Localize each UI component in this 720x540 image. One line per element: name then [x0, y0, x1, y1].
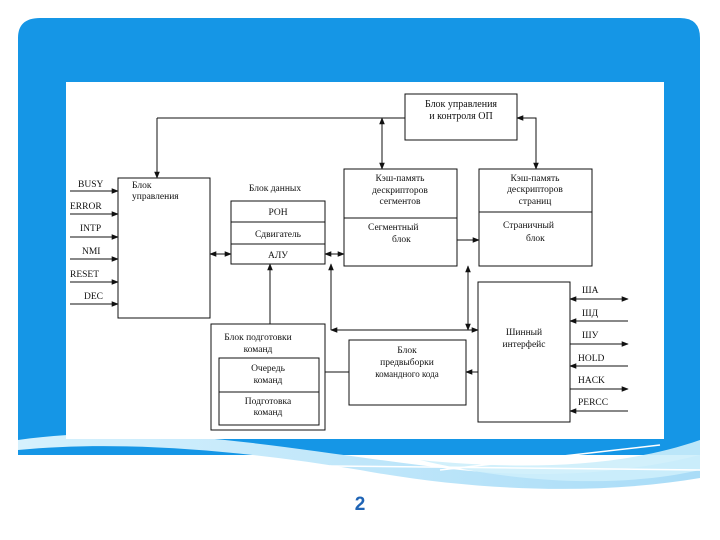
- segment-cache-label-line3: сегментов: [380, 197, 421, 207]
- page-unit-label-line2: блок: [526, 233, 545, 244]
- alu-label: АЛУ: [268, 251, 288, 261]
- bus-signals: ША ШД ШУ HOLD HACK PERCC: [569, 286, 629, 414]
- decode-block-label-line1: Блок подготовки: [224, 333, 291, 343]
- bus-interface-label-line1: Шинный: [506, 327, 542, 338]
- diagram-panel: Блок управления и контроля ОП Блок управ…: [66, 82, 664, 439]
- page-unit-label-line1: Страничный: [503, 220, 554, 231]
- page-cache-label-line3: страниц: [519, 197, 552, 207]
- processor-block-diagram: Блок управления и контроля ОП Блок управ…: [70, 93, 629, 431]
- decode-block: Блок подготовки команд Очередь команд По…: [210, 323, 326, 431]
- wave-line: [439, 444, 661, 471]
- signal-label: PERCC: [578, 398, 608, 408]
- signal-label: INTP: [80, 224, 101, 234]
- register-file-label: РОН: [268, 208, 287, 218]
- segment-unit-label-line1: Сегментный: [368, 222, 418, 233]
- page-cache-label-line1: Кэш-память: [511, 174, 561, 184]
- control-signals: BUSY ERROR INTP NMI RESET DEC: [70, 180, 119, 307]
- segment-cache-block: Кэш-память дескрипторов сегментов Сегмен…: [343, 168, 458, 267]
- signal-label: BUSY: [78, 180, 103, 190]
- bus-interface-block: Шинный интерфейс: [477, 281, 571, 423]
- queue-label-line1: Очередь: [251, 364, 286, 374]
- prep-label-line2: команд: [254, 408, 283, 418]
- queue-label-line2: команд: [254, 376, 283, 386]
- signal-label: ША: [582, 286, 599, 296]
- signal-label: ШД: [582, 309, 599, 319]
- internal-bus-lines: [209, 237, 480, 375]
- bus-interface-label-line2: интерфейс: [503, 339, 546, 350]
- control-block-label-line2: управления: [132, 192, 179, 202]
- decode-block-label-line2: команд: [244, 345, 273, 355]
- control-block-label-line1: Блок: [132, 181, 152, 191]
- shifter-label: Сдвигатель: [255, 230, 302, 240]
- mmu-control-block: Блок управления и контроля ОП: [404, 93, 518, 141]
- mmu-block-label-line2: и контроля ОП: [429, 111, 492, 122]
- segment-unit-label-line2: блок: [392, 234, 411, 245]
- data-block: Блок данных РОН Сдвигатель АЛУ: [230, 184, 326, 265]
- data-block-title: Блок данных: [249, 184, 301, 194]
- prep-label-line1: Подготовка: [245, 397, 292, 407]
- signal-label: HOLD: [578, 354, 605, 364]
- wave-line: [329, 465, 701, 471]
- segment-cache-label-line2: дескрипторов: [372, 186, 428, 196]
- signal-label: RESET: [70, 270, 99, 280]
- segment-cache-label-line1: Кэш-память: [376, 174, 426, 184]
- page-number: 2: [354, 494, 366, 515]
- prefetch-label-line1: Блок: [397, 346, 417, 356]
- control-block: Блок управления: [117, 177, 211, 319]
- page-cache-block: Кэш-память дескрипторов страниц Страничн…: [478, 168, 593, 267]
- signal-label: ШУ: [582, 331, 599, 341]
- signal-label: ERROR: [70, 202, 102, 212]
- page-cache-label-line2: дескрипторов: [507, 185, 563, 195]
- top-connectors: [154, 115, 539, 179]
- prefetch-label-line3: командного кода: [375, 369, 439, 379]
- signal-label: DEC: [84, 292, 103, 302]
- wave-shape: [420, 440, 700, 482]
- prefetch-label-line2: предвыборки: [380, 357, 434, 368]
- prefetch-block: Блок предвыборки командного кода: [348, 339, 467, 406]
- signal-label: NMI: [82, 247, 100, 257]
- mmu-block-label-line1: Блок управления: [425, 99, 497, 110]
- signal-label: HACK: [578, 376, 605, 386]
